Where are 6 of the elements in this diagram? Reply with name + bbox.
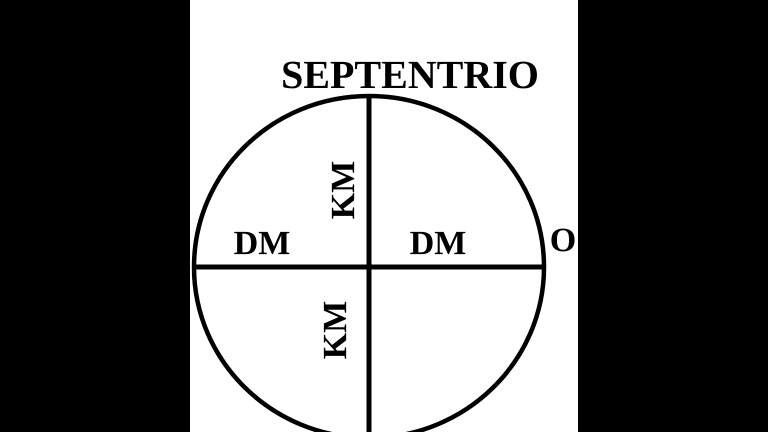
inscription: DM — [410, 232, 466, 254]
inscription: O — [551, 228, 575, 252]
inscription: SEPTENTRIO — [283, 62, 537, 88]
inscription: KM — [332, 162, 354, 219]
inscription: DM — [234, 232, 290, 254]
inscription: KM — [324, 302, 346, 359]
